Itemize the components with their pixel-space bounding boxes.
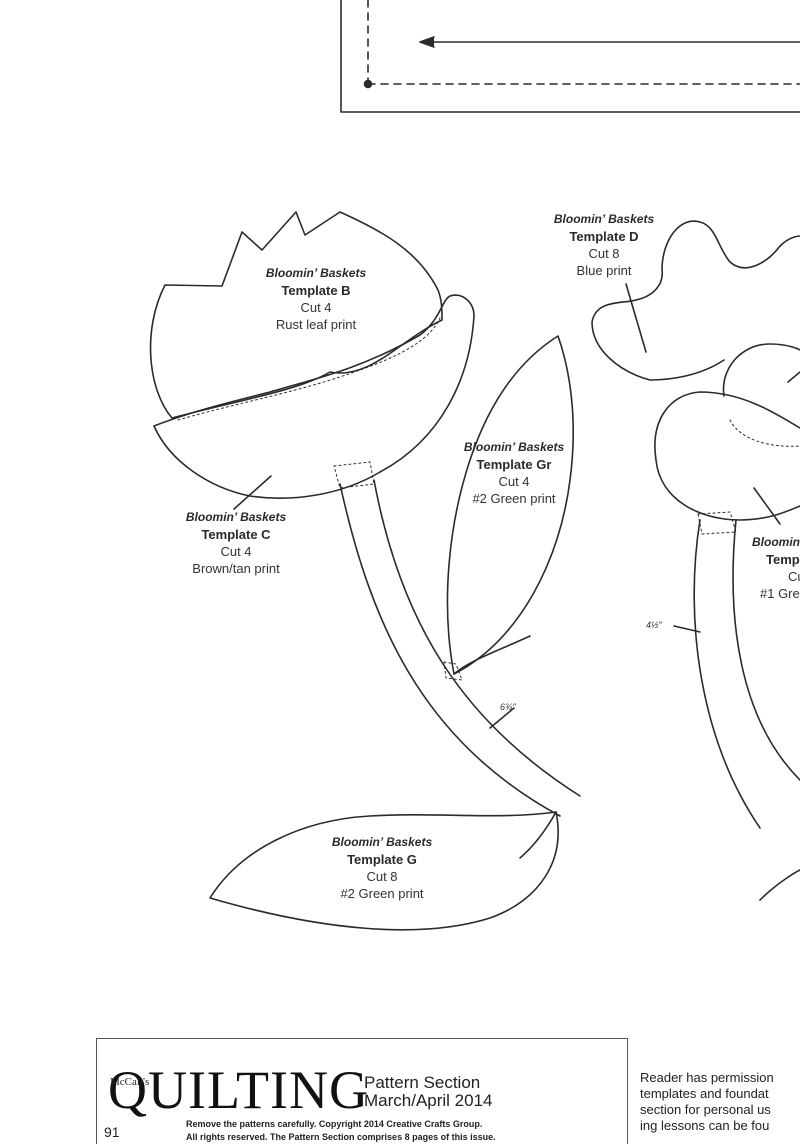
short-stem-tab xyxy=(697,511,737,535)
template-gr-name: Template Gr xyxy=(476,457,552,472)
right-pointer xyxy=(753,487,781,525)
template-d-series: Bloomin’ Baskets xyxy=(553,212,655,226)
template-g-cut: Cut 8 xyxy=(366,869,398,884)
template-gr-inner xyxy=(453,635,531,675)
template-d-cut: Cut 8 xyxy=(588,246,620,261)
template-partial-series: Bloomin xyxy=(752,535,800,549)
template-partial-cut: Cu xyxy=(788,569,800,584)
footer-box xyxy=(96,1038,628,1144)
right-flower-center-seam xyxy=(729,419,800,447)
long-stem-outline xyxy=(339,479,581,817)
template-g-label: Bloomin’ Baskets Template G Cut 8 #2 Gre… xyxy=(298,834,466,902)
right-cup-outline xyxy=(654,391,800,521)
template-c-outline xyxy=(153,294,475,499)
template-c-label: Bloomin’ Baskets Template C Cut 4 Brown/… xyxy=(152,509,320,577)
template-b-label: Bloomin’ Baskets Template B Cut 4 Rust l… xyxy=(232,265,400,333)
template-gr-cut: Cut 4 xyxy=(498,474,530,489)
seam-dot xyxy=(363,79,373,89)
template-b-cut: Cut 4 xyxy=(300,300,332,315)
reader-line: ing lessons can be fou xyxy=(640,1118,770,1133)
template-d-fabric: Blue print xyxy=(576,263,632,278)
logo-wordmark: QUILTING xyxy=(108,1060,369,1120)
right-flower-center xyxy=(722,343,800,397)
template-gr-outline xyxy=(446,335,574,675)
copyright-line-2: All rights reserved. The Pattern Section… xyxy=(186,1132,496,1142)
reader-permission-text: Reader has permission templates and foun… xyxy=(640,1070,800,1134)
template-c-pointer xyxy=(233,475,272,510)
right-edge-curve xyxy=(759,869,800,901)
copyright-notice: Remove the patterns carefully. Copyright… xyxy=(186,1118,626,1144)
template-g-name: Template G xyxy=(347,852,417,867)
reader-line: section for personal us xyxy=(640,1102,771,1117)
template-c-cut: Cut 4 xyxy=(220,544,252,559)
copyright-line-1: Remove the patterns carefully. Copyright… xyxy=(186,1119,483,1129)
grain-arrowhead xyxy=(419,36,435,48)
template-g-midrib xyxy=(519,811,557,859)
logo-brand: McCall's xyxy=(110,1076,150,1088)
template-b-name: Template B xyxy=(281,283,351,298)
template-d-pointer xyxy=(625,283,647,353)
template-c-seam xyxy=(177,317,441,421)
issue-date: March/April 2014 xyxy=(364,1091,493,1110)
pattern-section-title: Pattern Section xyxy=(364,1073,481,1092)
right-pointer-2 xyxy=(787,371,800,383)
template-gr-fabric: #2 Green print xyxy=(472,491,556,506)
short-stem-pointer xyxy=(673,625,701,633)
template-g-series: Bloomin’ Baskets xyxy=(331,835,433,849)
template-b-fabric: Rust leaf print xyxy=(275,317,357,332)
stem-tab xyxy=(333,461,375,489)
template-partial-name: Temp xyxy=(766,552,800,567)
long-stem-measurement: 6¾″ xyxy=(500,702,516,712)
reader-line: templates and foundat xyxy=(640,1086,769,1101)
top-template-outline xyxy=(340,0,800,113)
template-c-fabric: Brown/tan print xyxy=(192,561,280,576)
template-gr-label: Bloomin’ Baskets Template Gr Cut 4 #2 Gr… xyxy=(430,439,598,507)
template-g-fabric: #2 Green print xyxy=(340,886,424,901)
long-stem-pointer xyxy=(489,707,515,729)
reader-line: Reader has permission xyxy=(640,1070,774,1085)
short-stem-measurement: 4½″ xyxy=(646,620,662,630)
page-number: 91 xyxy=(104,1124,120,1140)
template-b-series: Bloomin’ Baskets xyxy=(265,266,367,280)
template-partial-fabric: #1 Gre xyxy=(760,586,800,601)
template-c-series: Bloomin’ Baskets xyxy=(185,510,287,524)
template-d-outline xyxy=(591,220,800,381)
template-gr-tab xyxy=(443,661,463,681)
template-d-label: Bloomin’ Baskets Template D Cut 8 Blue p… xyxy=(520,211,688,279)
template-gr-series: Bloomin’ Baskets xyxy=(463,440,565,454)
template-partial-label: Bloomin Temp Cu #1 Gre xyxy=(752,534,800,602)
short-stem-outline xyxy=(693,519,800,829)
template-c-name: Template C xyxy=(201,527,271,542)
template-d-name: Template D xyxy=(569,229,639,244)
